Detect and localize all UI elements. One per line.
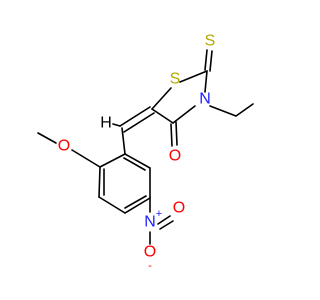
bond-ar-a1-a2	[99, 153, 126, 168]
bond-c2-s-double-b	[209, 50, 213, 72]
atom-o-methoxy: O	[58, 138, 70, 155]
bond-n-o-double-a	[157, 215, 171, 225]
atom-o-nitro-single: O	[144, 244, 156, 261]
bond-ar-a4-a5	[124, 197, 151, 214]
atom-labels: S S N O H O N + O O -	[58, 33, 216, 273]
atom-o-nitro-double: O	[173, 200, 185, 217]
bond-ch2-ch3	[235, 103, 254, 117]
atom-h-vinyl: H	[100, 115, 112, 132]
atom-s-thione: S	[205, 33, 216, 50]
molecule-structure-diagram: S S N O H O N + O O -	[37, 33, 254, 273]
bond-ch-h	[112, 123, 121, 127]
bond-c4-o-double-b	[175, 121, 178, 146]
bond-n3-c4	[172, 105, 196, 124]
atom-n-ring: N	[199, 91, 211, 108]
bond-c5-ch-double-a	[119, 106, 151, 127]
bond-ar-a4-a5b	[124, 195, 147, 209]
bond-c2-n3	[204, 70, 208, 93]
atom-n-nitro: N	[144, 214, 156, 231]
bond-ar-a2-a3	[98, 166, 101, 198]
atom-o-carbonyl: O	[169, 148, 181, 165]
bond-s1-c2	[179, 70, 208, 83]
charge-minus-nitro: -	[148, 260, 152, 272]
atom-s-ring: S	[170, 71, 181, 88]
charge-plus-nitro: +	[156, 208, 162, 220]
bond-n3-ch2	[209, 105, 237, 117]
bond-ar-o-methoxy	[71, 149, 101, 168]
bond-ch-aryl	[121, 127, 126, 155]
bond-ar-a6-a1b	[123, 157, 146, 171]
bond-c2-s-double-a	[204, 49, 208, 71]
bond-c5-ch-double-b	[123, 112, 155, 133]
bond-c4-o-double-a	[170, 123, 173, 147]
bond-o-ch3	[37, 132, 57, 144]
bonds	[37, 49, 254, 245]
bond-c4-c5	[151, 108, 174, 124]
bond-c5-s1	[151, 87, 172, 110]
bond-ar-a6-a1	[124, 153, 151, 169]
bond-n-o-double-b	[159, 220, 174, 230]
bond-ar-a3-a4	[98, 196, 126, 214]
